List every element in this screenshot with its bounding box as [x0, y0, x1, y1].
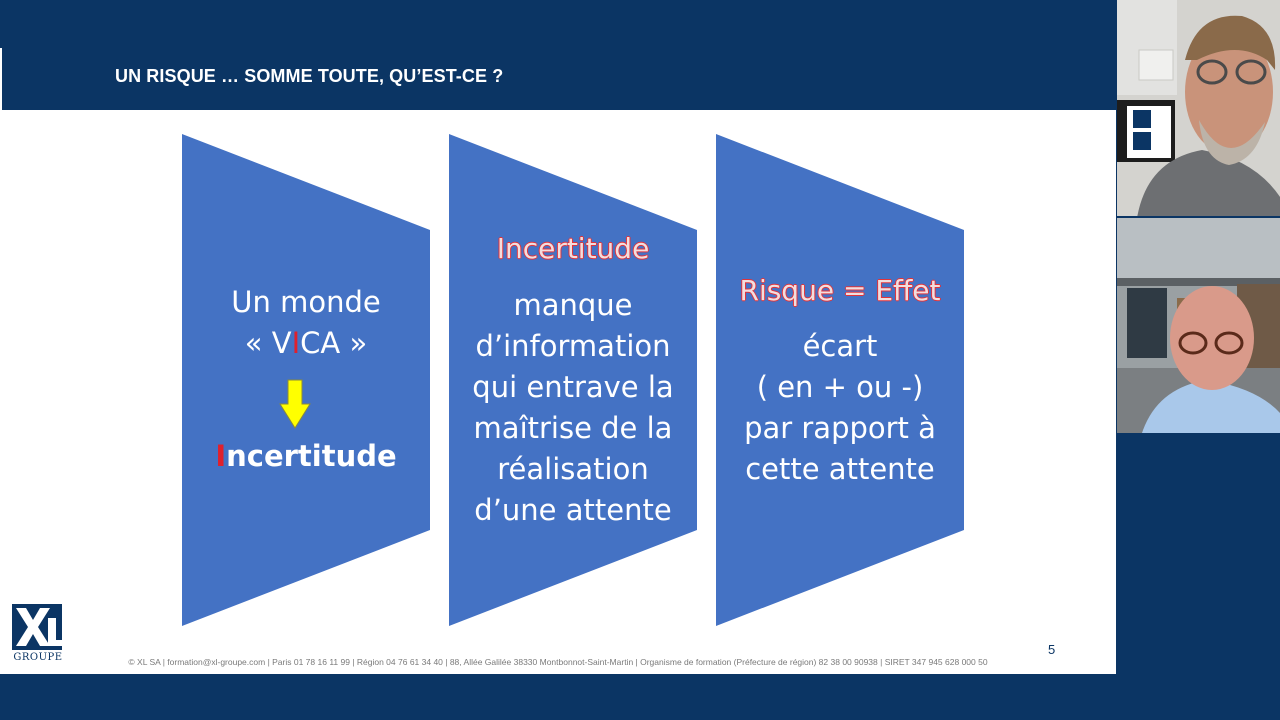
panel-3-line: écart [802, 329, 878, 363]
result-rest: ncertitude [226, 439, 397, 473]
panel-2-line: réalisation [497, 452, 649, 486]
participant-video-2[interactable] [1117, 218, 1280, 433]
panel-1-line-1: Un monde [231, 285, 381, 319]
logo-groupe-text: GROUPE [13, 652, 63, 663]
participant-2-avatar [1117, 218, 1280, 433]
panel-1-result: Incertitude [182, 436, 430, 477]
panel-2-line: maîtrise de la [473, 411, 673, 445]
panel-3-line: ( en + ou -) [756, 370, 924, 404]
participant-1-avatar [1117, 0, 1280, 216]
presentation-slide: UN RISQUE … SOMME TOUTE, QU’EST-CE ? Un … [0, 0, 1116, 674]
vica-red-letter: I [291, 326, 301, 360]
panel-3-line: par rapport à [744, 411, 936, 445]
vica-post: CA » [300, 326, 368, 360]
participant-video-1[interactable] [1117, 0, 1280, 216]
xl-logo-icon [12, 604, 62, 650]
panel-3-heading: Risque = Effet [739, 274, 941, 307]
slide-footer: © XL SA | formation@xl-groupe.com | Pari… [128, 657, 988, 667]
panel-1-line-2: « VICA » [182, 323, 430, 364]
result-red-letter: I [215, 439, 227, 473]
panel-3-line: cette attente [745, 452, 935, 486]
panel-2-line: manque [513, 288, 633, 322]
panel-3-body: écart ( en + ou -) par rapport à cette a… [716, 326, 964, 490]
panel-shape-1 [182, 134, 430, 626]
panel-2-body: manque d’information qui entrave la maît… [449, 285, 697, 531]
down-arrow-icon [279, 379, 311, 429]
vica-pre: « V [244, 326, 292, 360]
panel-shape-3 [716, 134, 964, 626]
slide-shapes [182, 134, 964, 626]
panel-2-line: d’une attente [474, 493, 672, 527]
panel-shape-2 [449, 134, 697, 626]
slide-title: UN RISQUE … SOMME TOUTE, QU’EST-CE ? [115, 66, 504, 86]
page-number: 5 [1048, 642, 1056, 657]
panel-2-line: d’information [475, 329, 671, 363]
header-accent-line [0, 48, 2, 110]
panel-2-heading: Incertitude [496, 232, 650, 265]
slide-header: UN RISQUE … SOMME TOUTE, QU’EST-CE ? [0, 0, 1116, 110]
panel-2-line: qui entrave la [472, 370, 674, 404]
